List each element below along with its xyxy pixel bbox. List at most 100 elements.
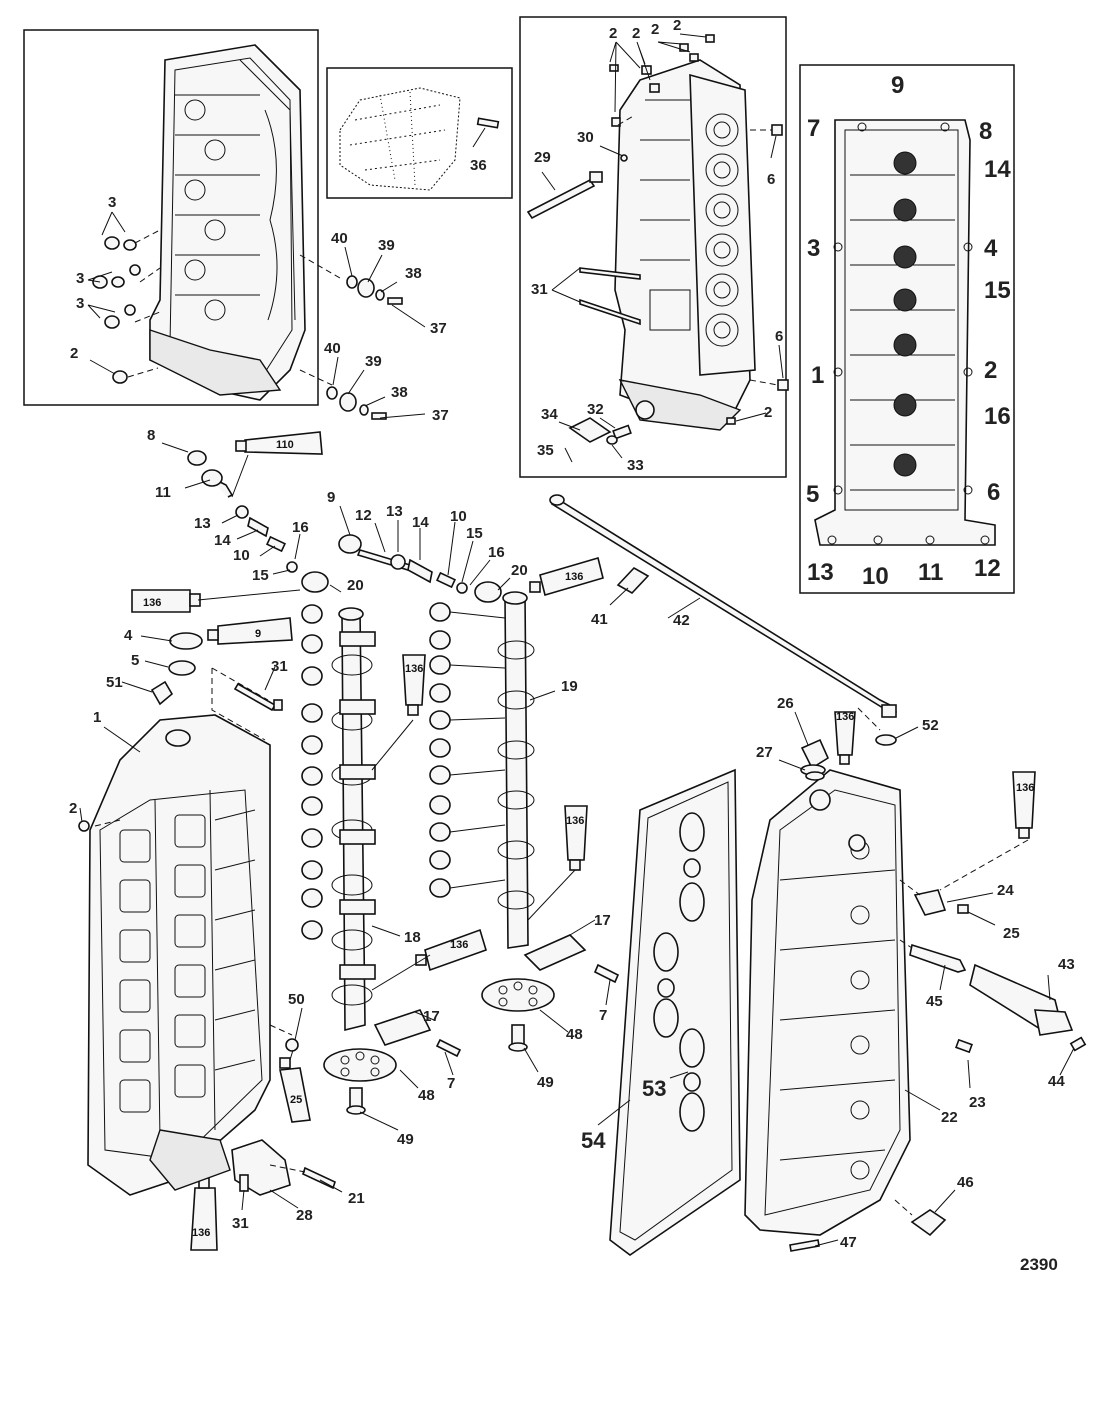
callout-3: 3 bbox=[76, 295, 84, 312]
sequence-16: 16 bbox=[984, 403, 1011, 430]
cylinder-head-main-illustration bbox=[87, 714, 271, 1196]
callout-47: 47 bbox=[840, 1234, 857, 1251]
figure-number: 2390 bbox=[1020, 1255, 1058, 1274]
callout-45: 45 bbox=[926, 993, 943, 1010]
callout-10: 10 bbox=[233, 547, 250, 564]
callout-42: 42 bbox=[673, 612, 690, 629]
sequence-6: 6 bbox=[987, 479, 1000, 506]
sealant-tube-136: 136 bbox=[402, 654, 426, 716]
valve-cover-sequence-illustration bbox=[814, 119, 996, 546]
callout-3: 3 bbox=[108, 194, 116, 211]
callout-38: 38 bbox=[391, 384, 408, 401]
sealant-tube-136: 136 bbox=[1012, 771, 1036, 839]
callout-2: 2 bbox=[69, 800, 77, 817]
sequence-14: 14 bbox=[984, 156, 1011, 183]
callout-8: 8 bbox=[147, 427, 155, 444]
callout-25: 25 bbox=[1003, 925, 1020, 942]
callout-17: 17 bbox=[594, 912, 611, 929]
plug-2 bbox=[78, 820, 90, 832]
callout-2: 2 bbox=[764, 404, 772, 421]
oil-filler-parts bbox=[150, 632, 283, 741]
valve-rockers-left bbox=[301, 604, 323, 940]
callout-24: 24 bbox=[997, 882, 1014, 899]
sealant-tube-label: 136 bbox=[565, 571, 583, 583]
callout-28: 28 bbox=[296, 1207, 313, 1224]
callout-26: 26 bbox=[777, 695, 794, 712]
camshaft-18 bbox=[331, 607, 376, 1032]
camshaft-cap-17-right bbox=[523, 934, 620, 984]
sealant-tube-label: 136 bbox=[192, 1227, 210, 1239]
camshaft-19 bbox=[497, 591, 535, 949]
cam-sprocket-48-left bbox=[323, 1048, 397, 1115]
callout-36: 36 bbox=[470, 157, 487, 174]
callout-52: 52 bbox=[922, 717, 939, 734]
sealant-tube-label: 136 bbox=[143, 597, 161, 609]
callout-6: 6 bbox=[775, 328, 783, 345]
sequence-8: 8 bbox=[979, 118, 992, 145]
sealant-tube-label: 136 bbox=[405, 663, 423, 675]
callout-18: 18 bbox=[404, 929, 421, 946]
sealant-tube-25: 25 bbox=[279, 1057, 311, 1123]
assembly-lines-right bbox=[857, 707, 1029, 1216]
callout-6: 6 bbox=[767, 171, 775, 188]
callout-31: 31 bbox=[232, 1215, 249, 1232]
callout-41: 41 bbox=[591, 611, 608, 628]
callout-13: 13 bbox=[386, 503, 403, 520]
callout-31: 31 bbox=[271, 658, 288, 675]
bolt-23-44-47 bbox=[789, 1036, 1087, 1252]
callout-49: 49 bbox=[397, 1131, 414, 1148]
callout-2: 2 bbox=[632, 25, 640, 42]
callout-19: 19 bbox=[561, 678, 578, 695]
valve-rockers-right bbox=[429, 602, 506, 898]
callout-13: 13 bbox=[194, 515, 211, 532]
engine-overview-illustration bbox=[339, 87, 500, 191]
callout-31: 31 bbox=[531, 281, 548, 298]
valve-cover-22 bbox=[744, 769, 911, 1236]
sequence-2: 2 bbox=[984, 357, 997, 384]
oil-tube-42 bbox=[549, 494, 898, 718]
clamp-46 bbox=[910, 1209, 947, 1237]
sequence-7: 7 bbox=[807, 115, 820, 142]
callout-9: 9 bbox=[327, 489, 335, 506]
cam-sprocket-48-right bbox=[481, 978, 555, 1052]
sequence-4: 4 bbox=[984, 235, 998, 262]
callout-7: 7 bbox=[447, 1075, 455, 1092]
sealant-tube-label: 110 bbox=[276, 439, 294, 451]
sensor-45 bbox=[909, 943, 967, 973]
callout-14: 14 bbox=[412, 514, 429, 531]
sealant-tube-label: 136 bbox=[450, 939, 468, 951]
callout-40: 40 bbox=[324, 340, 341, 357]
callout-44: 44 bbox=[1048, 1073, 1065, 1090]
callout-38: 38 bbox=[405, 265, 422, 282]
callout-37: 37 bbox=[430, 320, 447, 337]
sealant-tube-136: 136 bbox=[190, 1177, 218, 1251]
callout-37: 37 bbox=[432, 407, 449, 424]
callout-54: 54 bbox=[581, 1128, 606, 1153]
cylinder-head-rear-illustration bbox=[149, 44, 306, 401]
callout-39: 39 bbox=[378, 237, 395, 254]
callout-50: 50 bbox=[288, 991, 305, 1008]
callout-4: 4 bbox=[124, 627, 133, 644]
sealant-tube-9: 9 bbox=[207, 617, 293, 645]
callout-16: 16 bbox=[292, 519, 309, 536]
camshaft-cap-17-left bbox=[373, 1009, 462, 1058]
callout-2: 2 bbox=[70, 345, 78, 362]
sequence-11: 11 bbox=[918, 559, 943, 586]
callout-46: 46 bbox=[957, 1174, 974, 1191]
callout-32: 32 bbox=[587, 401, 604, 418]
sealant-tube-label: 9 bbox=[255, 628, 261, 640]
sequence-10: 10 bbox=[862, 563, 889, 590]
callout-20: 20 bbox=[511, 562, 528, 579]
callout-27: 27 bbox=[756, 744, 773, 761]
sealant-tube-136: 136 bbox=[834, 711, 856, 765]
callout-34: 34 bbox=[541, 406, 558, 423]
callout-11: 11 bbox=[155, 484, 171, 501]
sequence-1: 1 bbox=[811, 362, 824, 389]
callout-48: 48 bbox=[418, 1087, 435, 1104]
inset-box-head-gasket bbox=[519, 16, 787, 478]
inset-box-engine bbox=[326, 67, 513, 199]
callout-53: 53 bbox=[642, 1076, 666, 1101]
callout-29: 29 bbox=[534, 149, 551, 166]
sealant-tube-136: 136 bbox=[529, 556, 604, 597]
callout-15: 15 bbox=[466, 525, 483, 542]
